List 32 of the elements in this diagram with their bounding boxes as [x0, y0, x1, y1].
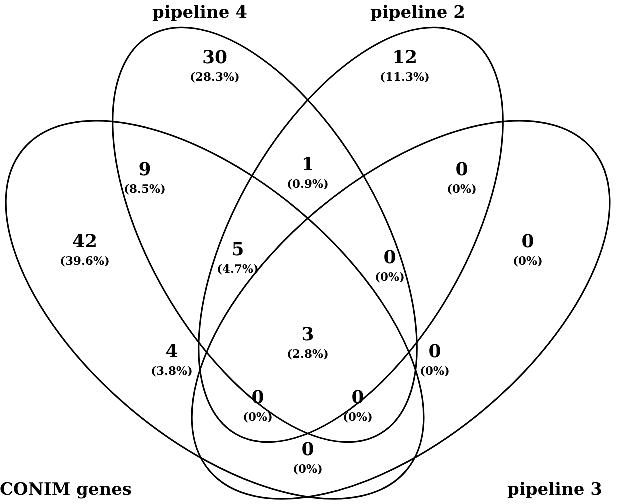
percentage-label: (39.6%) — [60, 254, 110, 268]
percentage-label: (3.8%) — [151, 364, 193, 378]
percentage-label: (0%) — [293, 462, 323, 476]
set-label: pipeline 4 — [152, 3, 248, 23]
count-label: 0 — [384, 248, 396, 268]
set-label: pipeline 2 — [370, 3, 466, 23]
percentage-label: (0%) — [513, 254, 543, 268]
count-label: 5 — [232, 240, 244, 260]
count-label: 9 — [138, 160, 152, 180]
percentage-label: (0%) — [375, 270, 405, 284]
count-label: 4 — [166, 342, 178, 362]
percentage-label: (8.5%) — [124, 182, 166, 196]
count-label: 0 — [302, 440, 314, 460]
count-label: 3 — [302, 324, 314, 346]
percentage-label: (0%) — [243, 410, 273, 424]
set-label: pipeline 3 — [508, 480, 602, 500]
count-label: 1 — [302, 154, 314, 176]
count-label: 0 — [522, 232, 534, 252]
count-label: 42 — [72, 232, 98, 252]
percentage-label: (0%) — [420, 364, 450, 378]
percentage-label: (0%) — [343, 410, 373, 424]
set-label: CONIM genes — [0, 480, 132, 500]
percentage-label: (0%) — [447, 182, 477, 196]
percentage-label: (0.9%) — [287, 177, 329, 191]
count-label: 0 — [456, 160, 468, 180]
count-label: 0 — [428, 342, 442, 362]
percentage-label: (11.3%) — [380, 70, 430, 84]
count-label: 30 — [202, 48, 228, 68]
percentage-label: (4.7%) — [217, 262, 259, 276]
percentage-label: (2.8%) — [287, 347, 329, 361]
count-label: 12 — [392, 48, 418, 68]
percentage-label: (28.3%) — [190, 70, 240, 84]
